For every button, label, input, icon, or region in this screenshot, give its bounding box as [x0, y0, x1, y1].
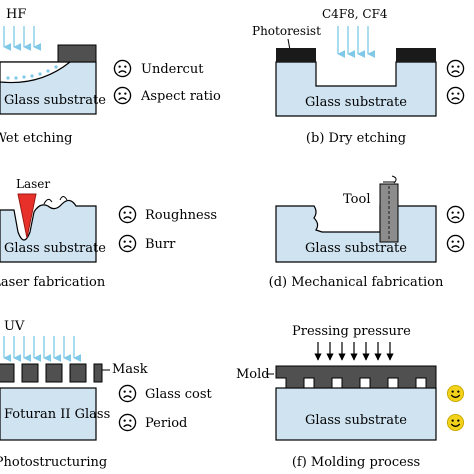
arrows-hf	[3, 26, 42, 51]
uv-mask-segments	[0, 363, 103, 383]
sad-face-icon	[113, 86, 132, 105]
panel-caption: (e) Photostructuring	[0, 455, 107, 470]
sad-face-icon	[118, 205, 137, 224]
sad-face-icon	[446, 86, 465, 105]
etchant-dots	[6, 65, 58, 80]
etched-cavity	[0, 61, 72, 84]
panel-dry-etching: C4F8, CF4 Photoresist Glass substrate (b…	[252, 7, 465, 146]
panel-wet-etching: HF Glass substrate (a) Wet etching Under…	[0, 7, 221, 146]
photoresist-left	[276, 48, 316, 62]
sad-face-icon	[446, 59, 465, 78]
substrate-block	[275, 387, 437, 441]
happy-face-icon	[446, 413, 465, 432]
substrate-label: Glass substrate	[305, 413, 407, 428]
sad-face-icon	[118, 413, 137, 432]
substrate-label: Glass substrate	[4, 93, 106, 108]
substrate-block	[0, 387, 97, 441]
burr-marks	[43, 196, 68, 205]
panel-caption: (a) Wet etching	[0, 131, 72, 146]
laser-label: Laser	[16, 177, 50, 191]
substrate-label: Foturan II Glass	[4, 407, 110, 422]
sad-face-icon	[446, 234, 465, 253]
substrate-label: Glass substrate	[305, 95, 407, 110]
mold-label: Mold	[236, 367, 270, 382]
rotation-arrow-icon	[383, 175, 397, 184]
con-label: Period	[145, 416, 187, 431]
pressure-label: Pressing pressure	[292, 324, 411, 339]
substrate-rough	[0, 199, 97, 263]
uv-label: UV	[4, 319, 25, 334]
substrate-label: Glass substrate	[305, 241, 407, 256]
panel-caption: (f) Molding process	[292, 455, 420, 470]
laser-beam	[17, 193, 37, 239]
sad-face-icon	[113, 59, 132, 78]
panel-mechanical-fabrication: Tool Glass substrate (d) Mechanical fabr…	[269, 175, 465, 290]
panel-photostructuring: UV Mask Foturan II Glass (e) Photostruct…	[0, 319, 213, 470]
sad-face-icon	[118, 234, 137, 253]
sad-face-icon	[118, 384, 137, 403]
arrows-pressure	[314, 342, 394, 361]
panel-caption: (d) Mechanical fabrication	[269, 275, 444, 290]
panel-molding-process: Pressing pressure Mold Glass substrate (…	[236, 324, 465, 470]
photoresist-right	[396, 48, 436, 62]
arrows-plasma	[337, 26, 376, 58]
substrate-label: Glass substrate	[4, 241, 106, 256]
happy-face-icon	[446, 384, 465, 403]
arrows-uv	[3, 336, 82, 362]
con-label: Burr	[145, 237, 176, 252]
mold-plate	[275, 365, 437, 389]
panel-caption: (c) Laser fabrication	[0, 275, 106, 290]
mask-label: Mask	[112, 362, 148, 377]
etch-mask	[57, 44, 97, 63]
con-label: Undercut	[141, 62, 204, 77]
panel-laser-fabrication: Laser Glass substrate (c) Laser fabricat…	[0, 177, 217, 290]
con-label: Roughness	[145, 208, 217, 223]
con-label: Aspect ratio	[140, 89, 221, 104]
tool-label: Tool	[343, 192, 370, 207]
con-label: Glass cost	[145, 387, 213, 402]
chemical-label: C4F8, CF4	[322, 7, 388, 21]
photoresist-label: Photoresist	[252, 24, 321, 38]
sad-face-icon	[446, 205, 465, 224]
panel-caption: (b) Dry etching	[306, 131, 406, 146]
chemical-label-hf: HF	[6, 7, 26, 22]
